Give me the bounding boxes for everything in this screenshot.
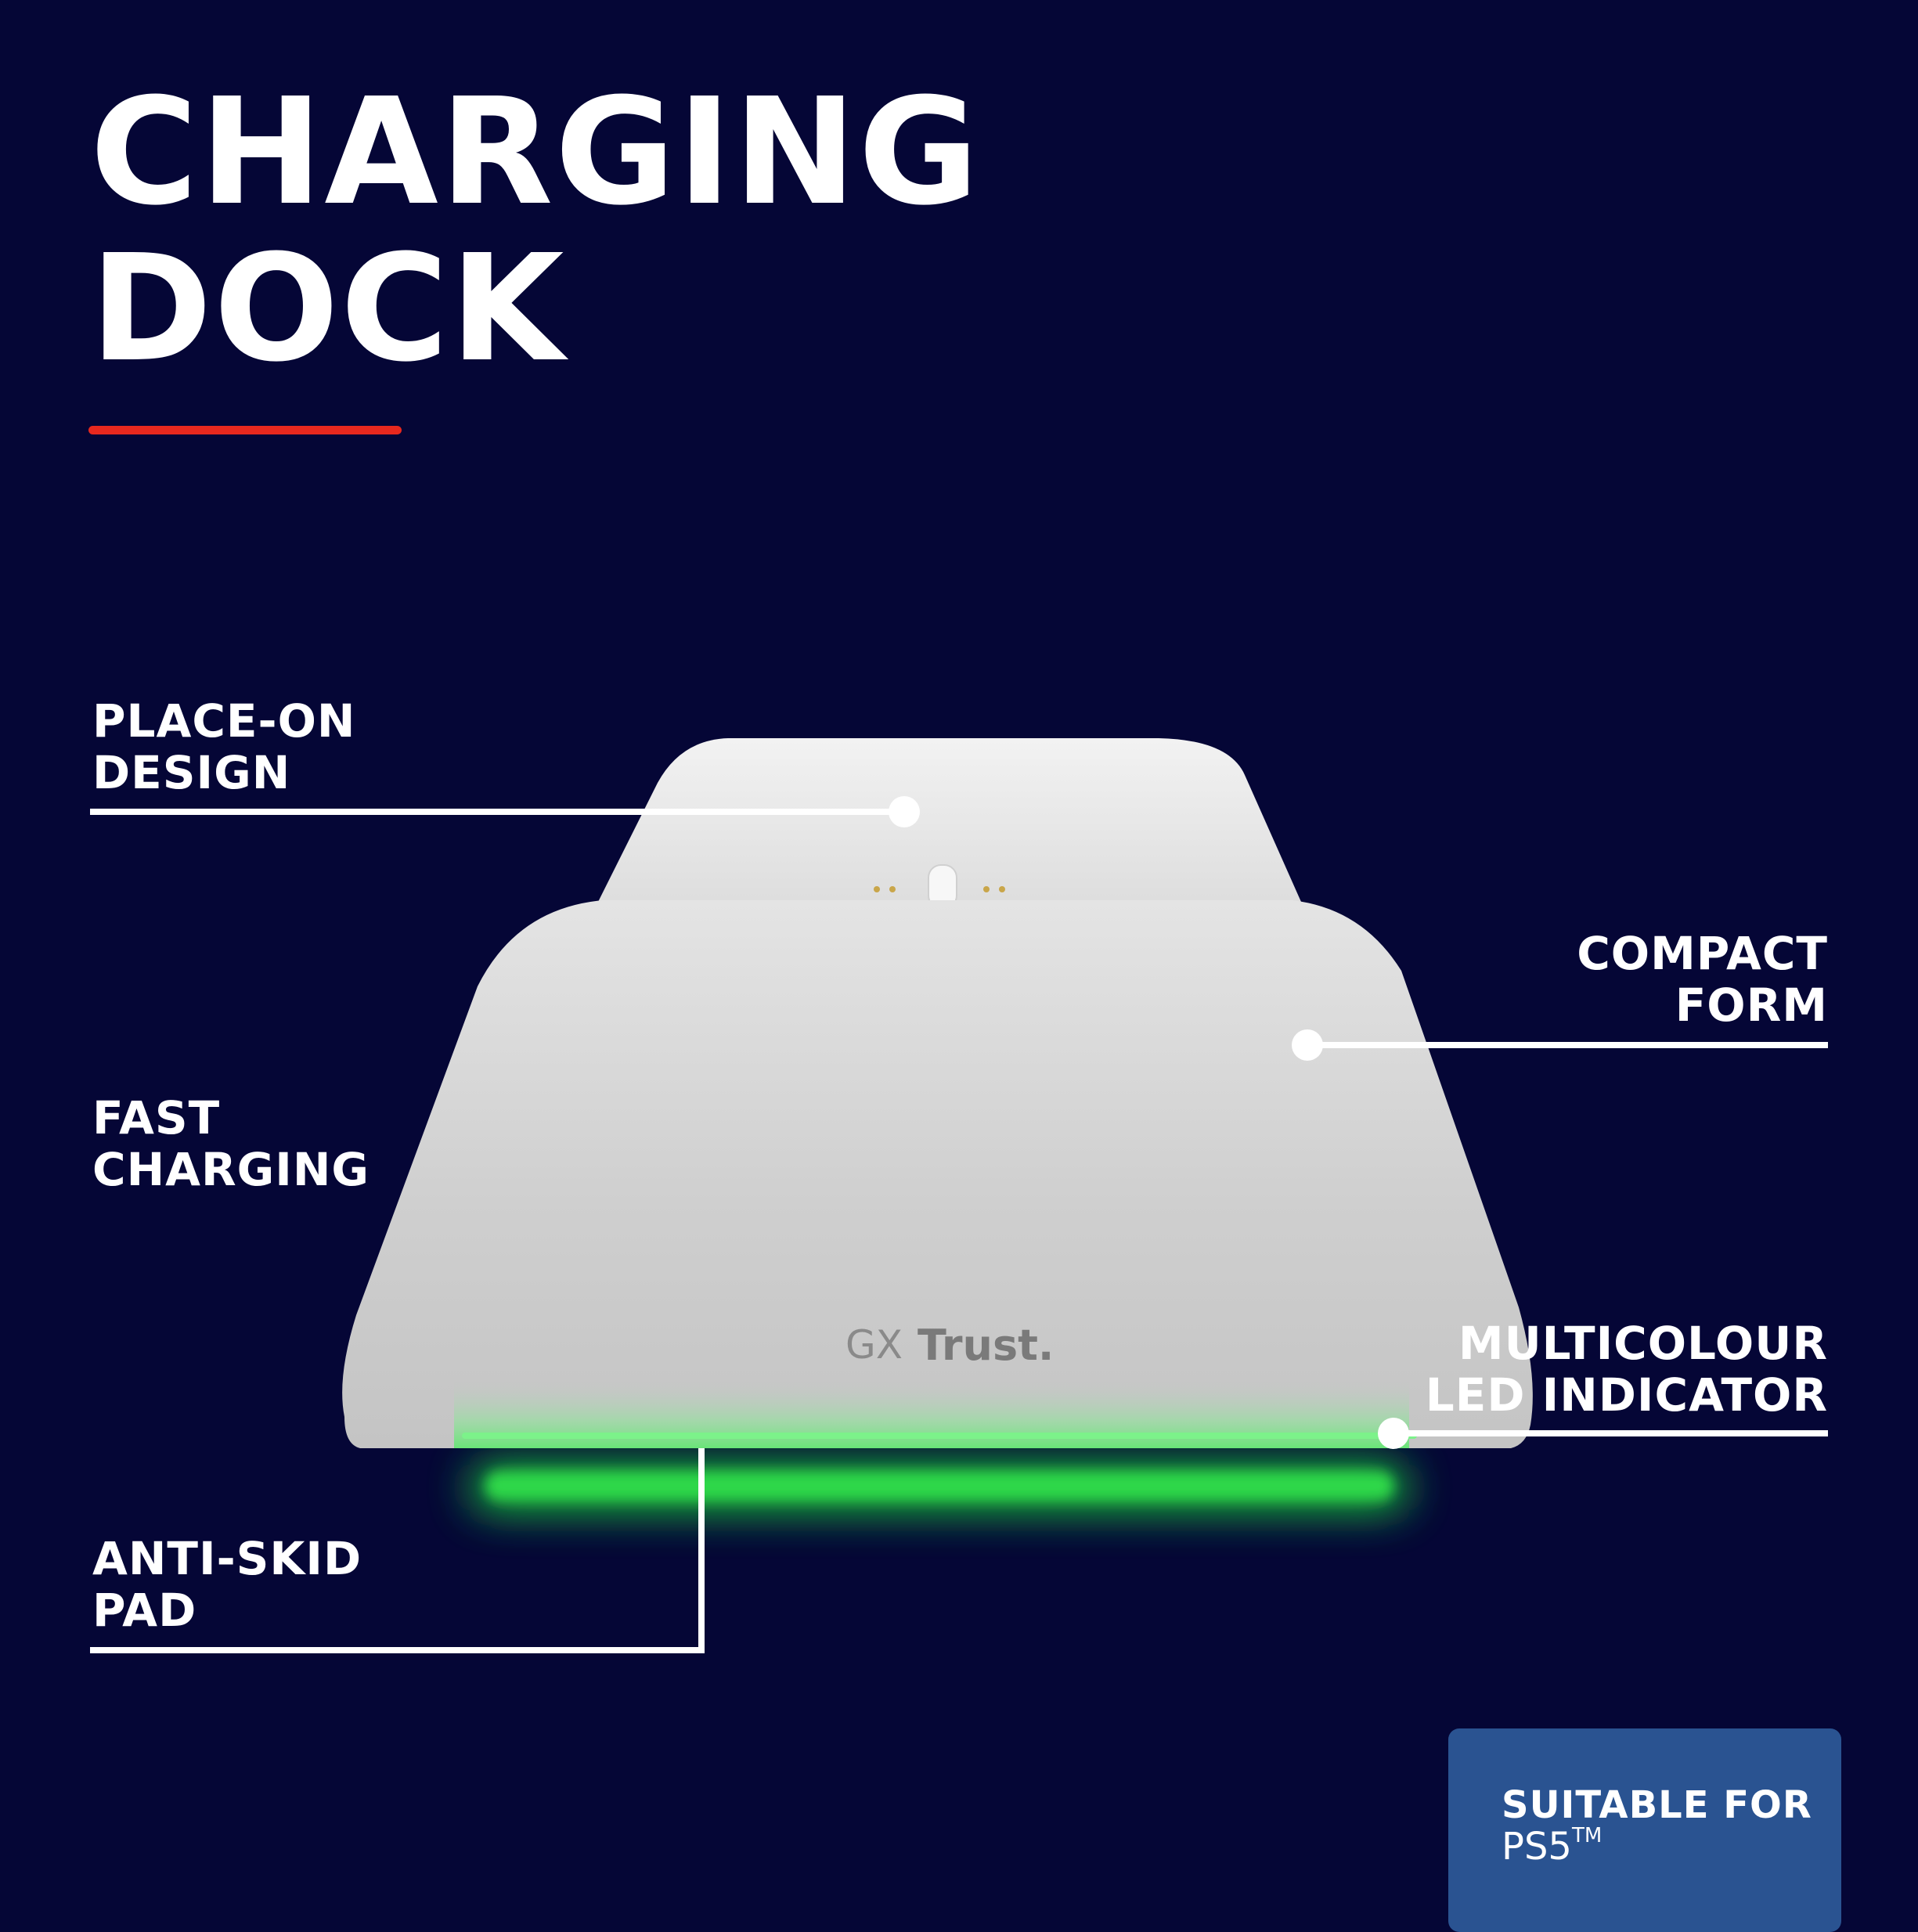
callout-dot-led bbox=[1378, 1418, 1409, 1449]
pin-dot bbox=[983, 886, 990, 892]
feature-anti-skid-pad: ANTI-SKID PAD bbox=[92, 1532, 362, 1637]
page-title: CHARGING DOCK bbox=[90, 74, 980, 387]
pin-dot bbox=[889, 886, 896, 892]
pin-dot bbox=[999, 886, 1005, 892]
led-underglow-core bbox=[485, 1472, 1393, 1500]
brand-gx: GX bbox=[845, 1322, 903, 1368]
callout-dot-place-on bbox=[889, 796, 920, 827]
led-strip bbox=[462, 1433, 1417, 1439]
feature-led-indicator: MULTICOLOUR LED INDICATOR bbox=[1425, 1317, 1828, 1422]
title-line-1: CHARGING bbox=[90, 67, 981, 238]
feature-fast-charging: FAST CHARGING bbox=[92, 1091, 370, 1196]
feature-compact-form: COMPACT FORM bbox=[1577, 927, 1828, 1032]
brand-trust: Trust. bbox=[918, 1321, 1054, 1370]
title-accent-bar bbox=[88, 426, 402, 434]
pin-dot bbox=[874, 886, 880, 892]
compatibility-badge: SUITABLE FOR PS5TM bbox=[1448, 1728, 1841, 1932]
callout-dot-compact bbox=[1292, 1029, 1323, 1061]
badge-suitable-for: SUITABLE FOR bbox=[1502, 1783, 1812, 1827]
callout-line-anti-skid bbox=[90, 1448, 705, 1653]
dock-top-cradle bbox=[595, 738, 1307, 916]
title-line-2: DOCK bbox=[90, 223, 566, 395]
feature-place-on-design: PLACE-ON DESIGN bbox=[92, 694, 356, 799]
badge-ps5: PS5TM bbox=[1502, 1824, 1603, 1869]
dock-front-body bbox=[342, 900, 1533, 1448]
